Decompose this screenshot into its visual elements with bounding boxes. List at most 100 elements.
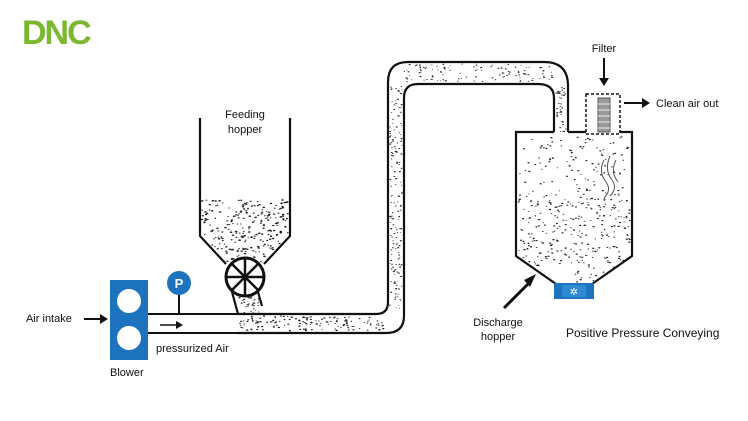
particle bbox=[261, 211, 264, 213]
particle bbox=[399, 134, 402, 136]
particle bbox=[536, 203, 539, 205]
particle bbox=[543, 181, 545, 183]
particle bbox=[397, 210, 400, 212]
particle bbox=[236, 223, 239, 225]
particle bbox=[395, 288, 398, 290]
particle bbox=[553, 230, 556, 232]
particle bbox=[253, 220, 256, 222]
particle bbox=[527, 80, 530, 82]
particle bbox=[604, 165, 606, 167]
particle bbox=[547, 251, 550, 253]
particle bbox=[400, 92, 403, 95]
particle bbox=[419, 76, 422, 78]
particle bbox=[278, 242, 281, 245]
particle bbox=[570, 262, 573, 264]
particle bbox=[396, 162, 399, 164]
particle bbox=[390, 151, 393, 154]
particle bbox=[389, 133, 392, 135]
particle bbox=[547, 144, 549, 146]
particle bbox=[449, 64, 451, 66]
particle bbox=[247, 319, 250, 321]
particle bbox=[579, 249, 582, 251]
particle bbox=[529, 246, 533, 248]
particle bbox=[407, 71, 410, 73]
particle bbox=[548, 208, 552, 211]
particle bbox=[242, 320, 245, 322]
particle bbox=[398, 245, 401, 247]
particle bbox=[279, 216, 283, 218]
particle bbox=[615, 246, 618, 249]
particle bbox=[275, 233, 279, 236]
particle bbox=[262, 224, 266, 227]
particle bbox=[200, 218, 204, 221]
particle bbox=[350, 320, 353, 322]
particle bbox=[536, 264, 539, 267]
particle bbox=[255, 233, 258, 236]
particle bbox=[391, 155, 395, 157]
particle bbox=[240, 212, 242, 214]
particle bbox=[549, 202, 552, 204]
particle bbox=[333, 316, 336, 318]
particle bbox=[400, 153, 403, 155]
particle bbox=[573, 251, 575, 253]
particle bbox=[394, 274, 396, 275]
particle bbox=[248, 303, 250, 305]
particle bbox=[507, 64, 510, 65]
particle bbox=[258, 232, 261, 235]
particle bbox=[288, 329, 292, 332]
particle bbox=[253, 302, 256, 304]
particle bbox=[601, 220, 604, 222]
particle bbox=[518, 75, 521, 77]
particle bbox=[592, 247, 595, 249]
particle bbox=[210, 210, 214, 212]
particle bbox=[397, 293, 399, 295]
particle bbox=[245, 210, 248, 212]
particle bbox=[566, 161, 568, 163]
particle bbox=[491, 77, 494, 79]
particle bbox=[280, 202, 283, 205]
particle bbox=[508, 71, 511, 73]
particle bbox=[251, 221, 255, 223]
particle bbox=[395, 306, 397, 308]
particle bbox=[204, 211, 207, 213]
particle bbox=[608, 261, 611, 264]
particle bbox=[258, 311, 260, 313]
particle bbox=[565, 175, 569, 177]
particle bbox=[619, 259, 622, 261]
particle bbox=[581, 260, 584, 262]
particle bbox=[271, 248, 275, 251]
particle bbox=[335, 320, 338, 323]
particle bbox=[282, 213, 285, 216]
particle bbox=[458, 78, 460, 80]
particle bbox=[263, 255, 266, 258]
particle bbox=[281, 199, 284, 201]
particle bbox=[619, 137, 621, 139]
particle bbox=[327, 323, 330, 325]
particle bbox=[618, 195, 620, 196]
particle bbox=[500, 67, 503, 69]
particle bbox=[440, 71, 442, 72]
particle bbox=[271, 246, 274, 248]
particle bbox=[240, 302, 243, 304]
particle bbox=[580, 216, 583, 218]
particle bbox=[251, 303, 254, 305]
particle bbox=[600, 238, 603, 239]
particle bbox=[248, 226, 251, 228]
particle bbox=[260, 213, 263, 215]
particle bbox=[397, 201, 399, 203]
particle bbox=[250, 236, 253, 238]
particle bbox=[267, 211, 270, 213]
particle bbox=[400, 204, 402, 206]
particle bbox=[399, 205, 402, 207]
particle bbox=[389, 215, 392, 218]
particle bbox=[542, 222, 545, 224]
particle bbox=[561, 107, 564, 109]
particle bbox=[576, 272, 579, 274]
particle bbox=[238, 297, 241, 299]
particle bbox=[274, 222, 278, 225]
particle bbox=[518, 199, 521, 201]
particle bbox=[304, 329, 308, 332]
particle bbox=[274, 316, 277, 318]
particle bbox=[557, 92, 560, 94]
